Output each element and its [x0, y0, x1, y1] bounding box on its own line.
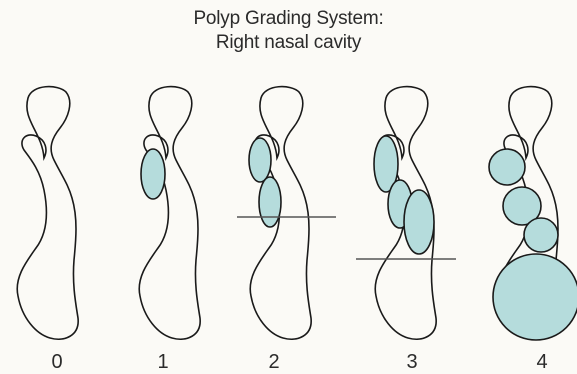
cavity-outline-0 — [17, 87, 78, 340]
grade-2-panel: 2 — [237, 87, 336, 373]
grade-4-panel: 4 — [489, 87, 577, 373]
grade-label-4: 4 — [536, 351, 547, 373]
grade-0-panel: 0 — [17, 87, 78, 373]
cavity-outline-1 — [139, 87, 200, 340]
grade-label-1: 1 — [157, 351, 168, 373]
grade-1-panel: 1 — [139, 87, 200, 373]
polyp-4d — [493, 254, 577, 340]
polyp-1a — [141, 149, 165, 199]
grade-label-3: 3 — [406, 351, 417, 373]
polyp-4a — [489, 149, 525, 185]
polyp-2b — [259, 177, 281, 227]
grade-label-2: 2 — [268, 351, 279, 373]
polyp-4c — [524, 218, 558, 252]
polyp-2a — [249, 138, 271, 182]
grade-3-panel: 3 — [356, 87, 456, 373]
polyp-3c — [404, 190, 434, 254]
grade-label-0: 0 — [51, 351, 62, 373]
